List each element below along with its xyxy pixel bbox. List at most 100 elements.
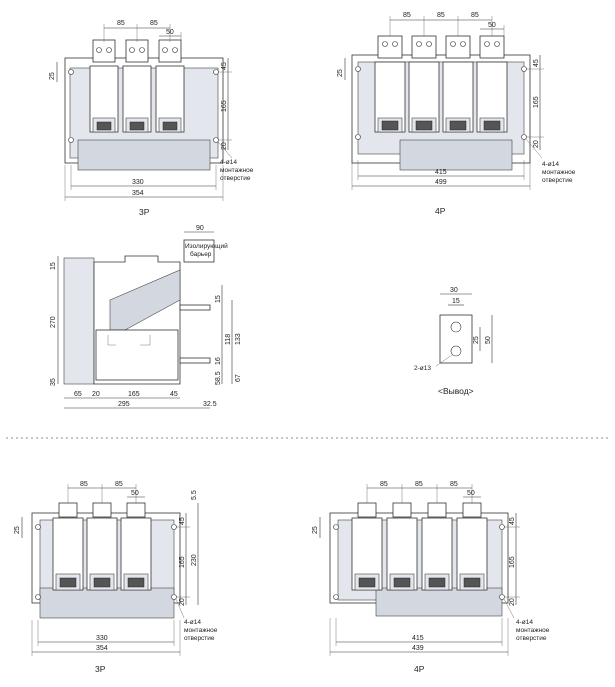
pole-3 [120, 502, 152, 591]
dim-left: 25 [337, 69, 344, 77]
dim-right-top: 45 [221, 62, 228, 70]
caption: <Вывод> [438, 386, 474, 396]
mounting-hole [333, 594, 339, 600]
dim-right-mid: 165 [221, 100, 228, 112]
dim-pitch-3: 85 [471, 12, 479, 19]
dim-outer-width: 439 [412, 645, 424, 652]
pole-3 [442, 35, 474, 133]
pole-3 [155, 39, 185, 133]
dim-left-top: 15 [50, 262, 57, 270]
lower-housing [375, 587, 503, 617]
dim-right-bot: 20 [509, 598, 516, 606]
dim-inner-width: 415 [412, 635, 424, 642]
caption: 4P [414, 664, 425, 674]
hole-note-1: 4-ø14 [516, 619, 533, 626]
view-3p-bottom: 85 85 50 5.5 25 45 165 230 20 330 354 4-… [14, 481, 218, 674]
pole-1 [374, 35, 406, 133]
dim-terminal: 50 [131, 490, 139, 497]
caption: 4P [435, 206, 446, 216]
dim-outer-width: 499 [435, 179, 447, 186]
dim-pitch-2: 85 [115, 481, 123, 488]
dim-right-top: 45 [533, 59, 540, 67]
dim-inner-width: 415 [435, 169, 447, 176]
mounting-hole [499, 524, 505, 530]
terminal-hole [450, 321, 462, 333]
pole-2 [386, 502, 418, 591]
hole-note-2: монтажное [516, 627, 550, 634]
hole-note-3: отверстие [220, 175, 251, 182]
hole-note-2: монтажное [542, 169, 576, 176]
pole-1 [89, 39, 119, 133]
dim-top: 90 [196, 225, 204, 232]
dim-right-top: 45 [509, 517, 516, 525]
dim-left: 25 [14, 526, 21, 534]
pole-2 [86, 502, 118, 591]
hole-note-1: 4-ø14 [184, 619, 201, 626]
caption: 3P [139, 207, 150, 217]
dim-pitch-1: 85 [380, 481, 388, 488]
dim-hole-offset: 25 [473, 336, 480, 344]
dim-width: 30 [450, 287, 458, 294]
hole-note-2: монтажное [220, 167, 254, 174]
mounting-hole [333, 524, 339, 530]
dim-right-4: 16 [215, 357, 222, 365]
mounting-hole [213, 69, 219, 75]
dim-terminal: 50 [488, 22, 496, 29]
mounting-hole [171, 594, 177, 600]
dim-left: 25 [49, 72, 56, 80]
dim-right-bot: 20 [533, 140, 540, 148]
dim-right-bot: 20 [179, 598, 186, 606]
dim-outer-width: 354 [96, 645, 108, 652]
dim-right-top: 45 [179, 517, 186, 525]
dim-pitch-1: 85 [403, 12, 411, 19]
dim-height: 50 [485, 336, 492, 344]
dim-inner-width: 330 [96, 635, 108, 642]
flange-label-1: Изолирующий [185, 242, 228, 250]
pole-4 [456, 502, 488, 591]
hole-note-1: 4-ø14 [220, 159, 237, 166]
caption: 3P [95, 664, 106, 674]
view-terminal: 30 15 25 50 2-ø13 <Вывод> [414, 287, 493, 396]
dim-right-mid: 165 [509, 556, 516, 568]
dim-bottom-4: 45 [170, 391, 178, 398]
hole-note-3: отверстие [184, 635, 215, 642]
front-panel [63, 257, 95, 385]
dim-pitch-2: 85 [150, 20, 158, 27]
dim-bottom-1: 65 [74, 391, 82, 398]
dim-pitch-1: 85 [117, 20, 125, 27]
terminal-lower [179, 357, 211, 364]
pole-1 [351, 502, 383, 591]
dim-outer-width: 354 [132, 190, 144, 197]
dim-pitch-2: 85 [415, 481, 423, 488]
dim-terminal: 50 [467, 490, 475, 497]
mounting-hole [355, 134, 361, 140]
dim-half: 15 [452, 298, 460, 305]
dim-pitch-2: 85 [437, 12, 445, 19]
view-4p-top: 85 85 85 50 25 45 165 20 415 499 4-ø14 м… [337, 12, 576, 216]
dim-right-total: 230 [191, 554, 198, 566]
dim-right-2: 118 [225, 334, 232, 345]
view-3p-top: 85 85 50 25 45 165 20 330 354 4-ø14 монт… [49, 20, 254, 217]
dim-bottom-ext: 32.5 [203, 401, 217, 408]
terminal-upper [179, 304, 211, 311]
pole-1 [52, 502, 84, 591]
dim-bottom-3: 165 [128, 391, 140, 398]
dim-left-bot: 35 [50, 378, 57, 386]
dim-right-mid: 165 [179, 556, 186, 568]
dim-top-right: 5.5 [191, 490, 198, 500]
hole-note-1: 4-ø14 [542, 161, 559, 168]
dim-right-bot: 20 [221, 142, 228, 150]
pole-2 [408, 35, 440, 133]
arc-chute [109, 269, 181, 331]
lower-section [95, 329, 179, 381]
pole-4 [476, 35, 508, 133]
mounting-hole [68, 137, 74, 143]
insulating-barrier [183, 239, 215, 263]
mounting-hole [35, 594, 41, 600]
dim-left-mid: 270 [50, 316, 57, 328]
pole-2 [122, 39, 152, 133]
mounting-hole [355, 66, 361, 72]
hole-note: 2-ø13 [414, 365, 431, 372]
hole-note-2: монтажное [184, 627, 218, 634]
